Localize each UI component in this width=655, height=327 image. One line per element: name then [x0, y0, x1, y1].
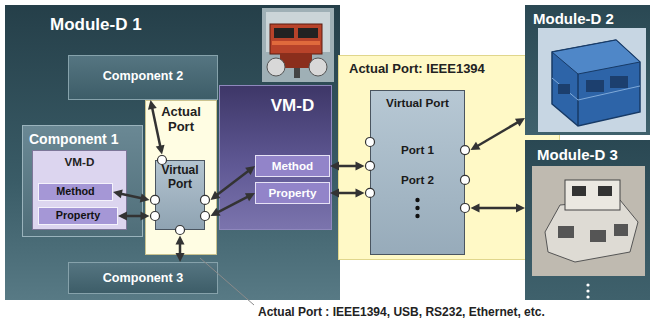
vm-box: VM-D MethodProperty — [219, 85, 332, 230]
node-label: Module-D 3 — [537, 146, 618, 163]
connector-line — [179, 243, 182, 254]
node-label: Virtual Port — [371, 96, 464, 109]
port-circle — [151, 212, 160, 221]
vm-box: VM-D MethodProperty — [32, 150, 127, 230]
connector-line — [338, 192, 357, 195]
method-box: Method — [255, 155, 330, 177]
node-label: Virtual Port — [157, 164, 203, 192]
port-circle — [461, 203, 470, 212]
module-photo — [538, 28, 646, 132]
connector-line — [126, 215, 142, 218]
module-photo — [532, 166, 645, 276]
node-label: Component 1 — [29, 131, 118, 147]
connector-line — [338, 165, 357, 168]
node-label: Module-D 1 — [50, 15, 142, 35]
port-circle — [176, 226, 185, 235]
node-label: Property — [39, 209, 117, 221]
component-box: Component 2 — [68, 55, 218, 100]
virtual-port-box: Virtual PortPort 1 Port 2 — [370, 90, 465, 255]
node-label: Actual Port — [156, 105, 206, 135]
port-circle — [151, 195, 160, 204]
port-circle — [366, 137, 375, 146]
node-label: VM-D — [255, 96, 330, 116]
node-label: Method — [256, 159, 329, 172]
node-label: Module-D 2 — [533, 10, 614, 27]
component-box: Component 3 — [68, 262, 218, 294]
node-label: VM-D — [33, 155, 126, 168]
port-circle — [461, 175, 470, 184]
node-label: Method — [39, 185, 112, 197]
ellipsis-dots — [415, 198, 419, 218]
port-circle — [461, 146, 470, 155]
virtual-port-box: Virtual Port — [155, 160, 205, 230]
connector-line — [479, 207, 518, 210]
caption-note: Actual Port : IEEE1394, USB, RS232, Ethe… — [258, 306, 545, 320]
port-circle — [366, 188, 375, 197]
ellipsis-dots — [586, 283, 589, 298]
node-label: Property — [256, 186, 329, 199]
component-box: Component 1 VM-D MethodProperty — [22, 125, 143, 237]
node-label: Port 2 — [371, 173, 464, 186]
node-label: Component 2 — [69, 69, 217, 83]
property-box: Property — [38, 207, 118, 225]
method-box: Method — [38, 183, 113, 201]
property-box: Property — [255, 182, 330, 204]
node-label: Actual Port: IEEE1394 — [349, 62, 485, 77]
node-label: Port 1 — [371, 143, 464, 156]
node-label: Component 3 — [69, 271, 217, 285]
port-circle — [201, 195, 210, 204]
port-circle — [366, 161, 375, 170]
robot-photo — [262, 8, 334, 82]
port-circle — [201, 212, 210, 221]
